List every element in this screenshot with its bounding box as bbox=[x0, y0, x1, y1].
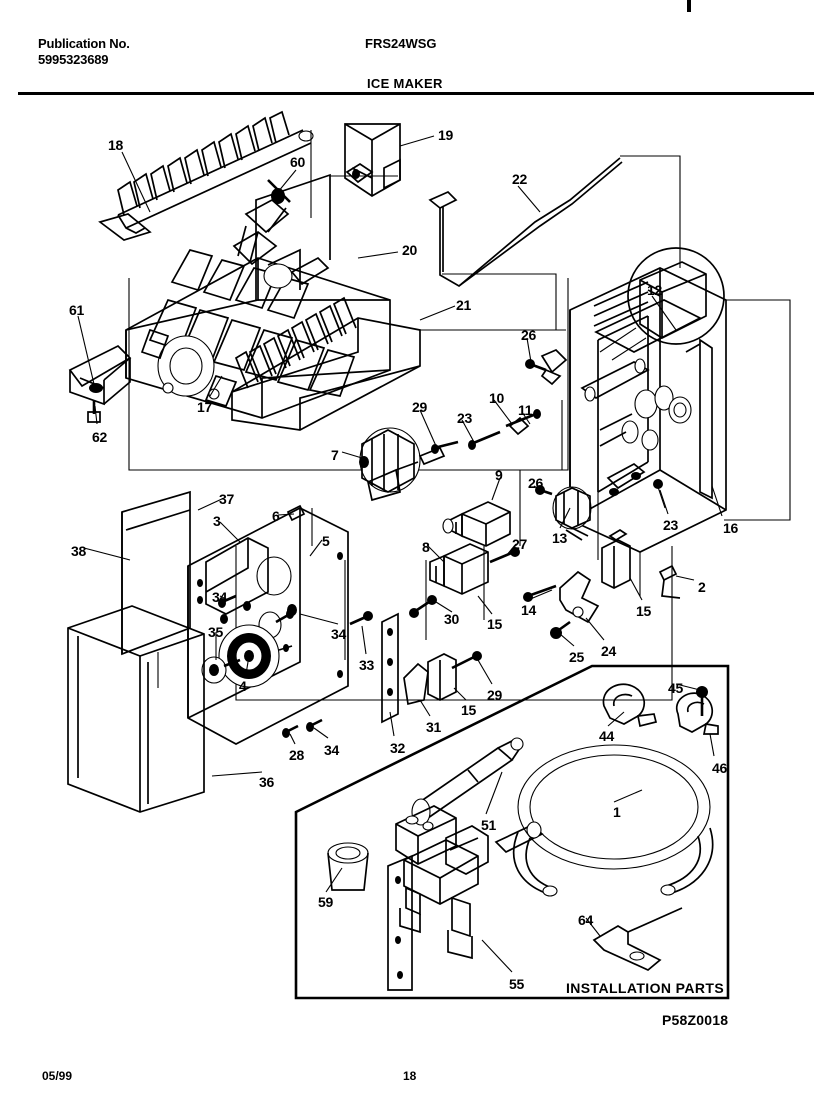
part-tube-51 bbox=[411, 737, 524, 826]
callout-number: 29 bbox=[487, 687, 502, 703]
callout-number: 15 bbox=[636, 603, 651, 619]
publication-number: 5995323689 bbox=[38, 52, 109, 67]
part-insulation-37 bbox=[121, 490, 191, 688]
installation-parts-label: INSTALLATION PARTS bbox=[566, 980, 725, 996]
part-bail-bracket-19 bbox=[344, 123, 401, 197]
callout-number: 36 bbox=[259, 774, 274, 790]
part-tubing-coil-1 bbox=[512, 744, 714, 897]
callout-number: 26 bbox=[521, 327, 536, 343]
callout-number: 62 bbox=[92, 429, 107, 445]
callout-number: 24 bbox=[601, 643, 616, 659]
callout-number: 28 bbox=[289, 747, 304, 763]
part-mounting-plate-5 bbox=[187, 504, 349, 745]
callout-number: 32 bbox=[390, 740, 405, 756]
part-switch-group bbox=[349, 528, 681, 724]
callout-number: 30 bbox=[444, 611, 459, 627]
callout-number: 60 bbox=[290, 154, 305, 170]
callout-number: 46 bbox=[712, 760, 727, 776]
part-solenoid-9 bbox=[442, 501, 511, 547]
part-water-valve-55 bbox=[387, 805, 544, 991]
part-ice-mold-17 bbox=[125, 249, 391, 419]
callout-number: 35 bbox=[208, 624, 223, 640]
header-divider bbox=[18, 92, 814, 95]
callout-number: 59 bbox=[318, 894, 333, 910]
callout-number: 9 bbox=[495, 467, 503, 483]
callout-number: 27 bbox=[512, 536, 527, 552]
page-title: ICE MAKER bbox=[367, 76, 443, 91]
publication-label: Publication No. bbox=[38, 36, 130, 51]
part-strap-64 bbox=[592, 907, 683, 971]
callout-number: 22 bbox=[512, 171, 527, 187]
callout-number: 11 bbox=[518, 402, 533, 418]
callout-number: 20 bbox=[402, 242, 417, 258]
callout-number: 15 bbox=[461, 702, 476, 718]
part-cover-36 bbox=[67, 605, 205, 813]
callout-number: 17 bbox=[197, 399, 212, 415]
part-thermostat-13 bbox=[552, 486, 592, 541]
callout-number: 12 bbox=[647, 282, 662, 298]
callout-number: 5 bbox=[322, 533, 330, 549]
callout-number: 61 bbox=[69, 302, 84, 318]
leader-lines bbox=[77, 135, 723, 973]
callout-number: 14 bbox=[521, 602, 536, 618]
callout-number: 44 bbox=[599, 728, 614, 744]
callout-number: 7 bbox=[331, 447, 339, 463]
part-clamp-46 bbox=[675, 692, 719, 735]
callout-number: 34 bbox=[331, 626, 346, 642]
installation-parts-box bbox=[294, 664, 730, 1000]
part-grommet-59 bbox=[327, 842, 369, 891]
callout-number: 33 bbox=[359, 657, 374, 673]
callout-number: 19 bbox=[438, 127, 453, 143]
callout-number: 21 bbox=[456, 297, 471, 313]
fasteners-group bbox=[431, 348, 666, 509]
part-stripper-60 bbox=[232, 173, 331, 300]
callout-number: 10 bbox=[489, 390, 504, 406]
part-ejector-blade-18 bbox=[98, 110, 314, 241]
callout-number: 2 bbox=[698, 579, 706, 595]
part-screw-45 bbox=[696, 686, 708, 716]
callout-number: 3 bbox=[213, 513, 221, 529]
callout-number: 23 bbox=[457, 410, 472, 426]
part-clamp-44 bbox=[602, 683, 658, 728]
part-drive-motor-7 bbox=[359, 427, 446, 502]
callout-number: 37 bbox=[219, 491, 234, 507]
part-control-module-16 bbox=[569, 247, 727, 553]
footer-date: 05/99 bbox=[42, 1069, 73, 1083]
drawing-code: P58Z0018 bbox=[662, 1012, 729, 1028]
callout-number: 15 bbox=[487, 616, 502, 632]
callout-number: 64 bbox=[578, 912, 593, 928]
callout-number: 34 bbox=[324, 742, 339, 758]
model-number: FRS24WSG bbox=[365, 36, 437, 51]
callout-number: 25 bbox=[569, 649, 584, 665]
callout-number: 16 bbox=[723, 520, 738, 536]
callout-number: 31 bbox=[426, 719, 441, 735]
callout-number: 55 bbox=[509, 976, 524, 992]
part-ice-tray-21 bbox=[231, 296, 421, 431]
callout-number: 29 bbox=[412, 399, 427, 415]
footer-page-number: 18 bbox=[403, 1069, 417, 1083]
part-bail-arm-22 bbox=[428, 157, 623, 288]
callout-number: 4 bbox=[239, 678, 247, 694]
callout-number: 18 bbox=[108, 137, 123, 153]
guide-frames bbox=[128, 130, 791, 701]
part-bracket-61 bbox=[68, 344, 132, 423]
top-crop-mark bbox=[687, 0, 691, 12]
callout-number: 8 bbox=[422, 539, 430, 555]
callout-number: 1 bbox=[613, 804, 621, 820]
callout-number: 38 bbox=[71, 543, 86, 559]
callout-number: 45 bbox=[668, 680, 683, 696]
callout-number: 34 bbox=[212, 589, 227, 605]
callout-number: 6 bbox=[272, 508, 280, 524]
callout-number: 23 bbox=[663, 517, 678, 533]
callout-number: 51 bbox=[481, 817, 496, 833]
callout-number: 13 bbox=[552, 530, 567, 546]
callout-number: 26 bbox=[528, 475, 543, 491]
